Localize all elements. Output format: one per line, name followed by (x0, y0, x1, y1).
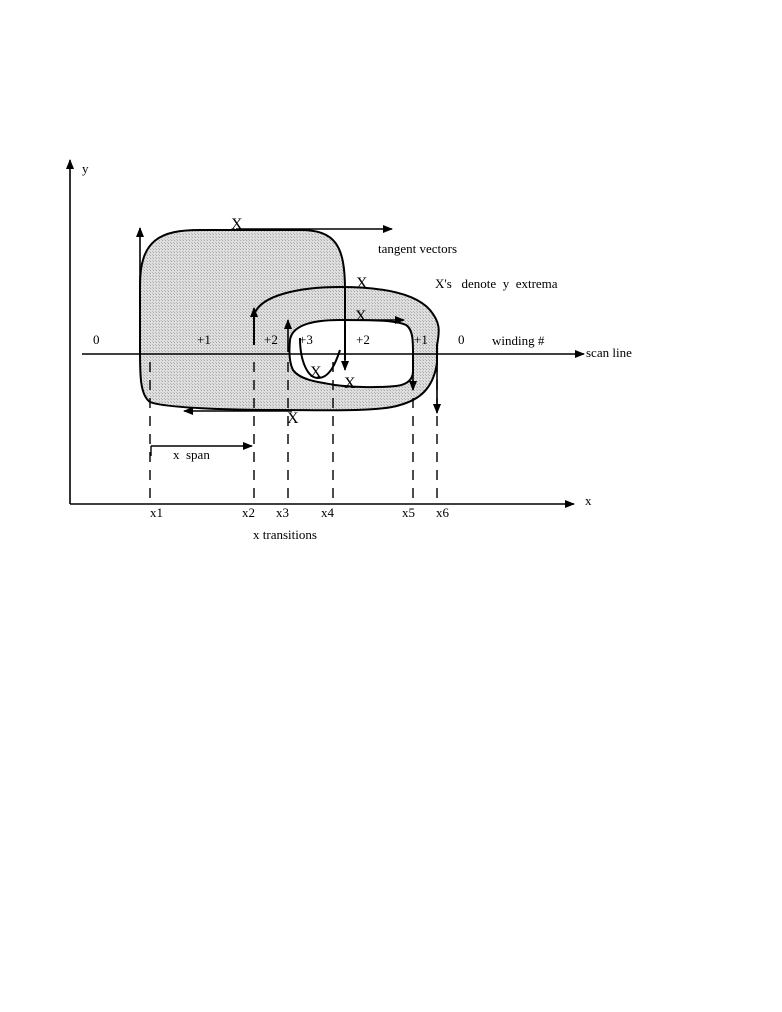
transition-guides (149, 362, 438, 502)
x-span-bracket (150, 442, 253, 456)
extrema-mark-inner-top: X (355, 308, 367, 325)
winding-number-0-left: 0 (93, 332, 100, 347)
shaded-regions (140, 230, 439, 411)
inner-loop (289, 318, 415, 372)
extrema-mark-right-top: X (356, 275, 368, 292)
winding-label: winding # (492, 333, 545, 348)
winding-number-plus1-right: +1 (414, 332, 428, 347)
axes (66, 159, 585, 508)
winding-number-plus2-left: +2 (264, 332, 278, 347)
outer-loop-left (139, 285, 440, 412)
winding-number-plus3: +3 (299, 332, 313, 347)
y-axis-label: y (82, 161, 89, 176)
transition-label-x1: x1 (150, 505, 163, 520)
extrema-mark-inner-bottom: X (344, 375, 356, 392)
transition-label-x6: x6 (436, 505, 450, 520)
winding-number-0-right: 0 (458, 332, 465, 347)
transition-label-x2: x2 (242, 505, 255, 520)
tangent-vectors-label: tangent vectors (378, 241, 457, 256)
winding-number-plus2-right: +2 (356, 332, 370, 347)
x-span-label: x span (173, 447, 210, 462)
outer-loop (139, 229, 346, 360)
inner-loop-bottom (288, 339, 414, 389)
transition-label-x5: x5 (402, 505, 415, 520)
transition-label-x4: x4 (321, 505, 335, 520)
x-axis-label: x (585, 493, 592, 508)
winding-number-plus1-left: +1 (197, 332, 211, 347)
curve-outlines (139, 229, 440, 412)
extrema-note-label: X's denote y extrema (435, 276, 558, 291)
transition-label-x3: x3 (276, 505, 289, 520)
x-transitions-label: x transitions (253, 527, 317, 542)
extrema-mark-bottom: X (287, 410, 299, 427)
scan-line-label: scan line (586, 345, 632, 360)
extrema-mark-top: X (231, 216, 243, 233)
spiral-dip (299, 337, 341, 380)
extrema-mark-dip: X (310, 364, 322, 381)
